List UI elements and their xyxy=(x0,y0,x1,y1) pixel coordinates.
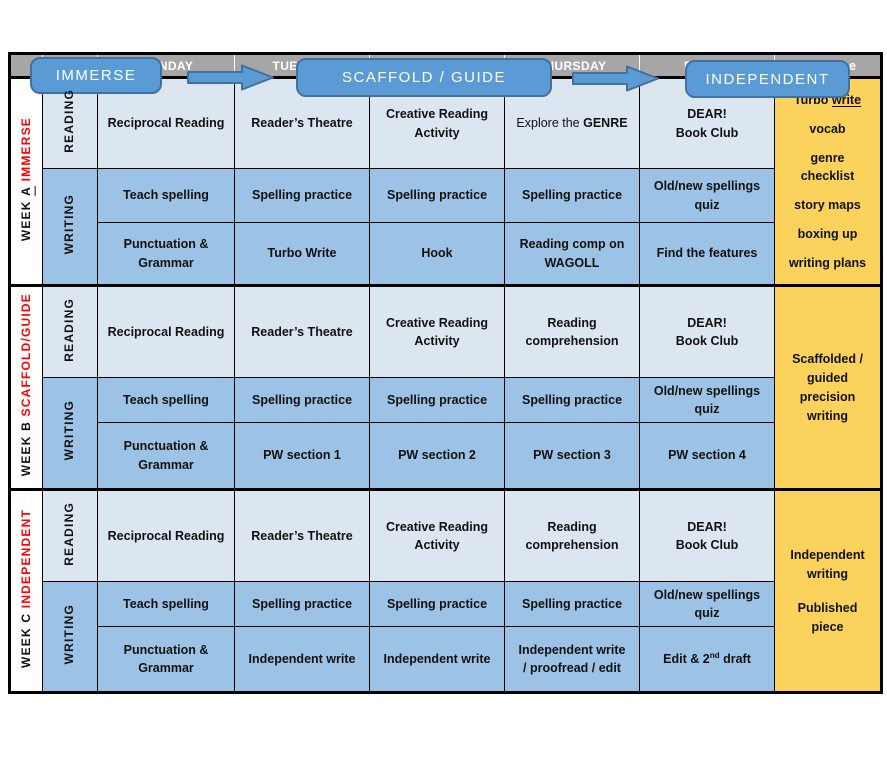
schedule-cell: Teach spelling xyxy=(97,167,235,224)
schedule-cell: Independent write xyxy=(234,626,370,694)
weekly-timetable: MONDAY TUESDAY WEDNESDAY THURSDAY FRIDAY… xyxy=(8,52,883,695)
flow-step-independent: INDEPENDENT xyxy=(685,60,850,98)
week-c-label: WEEK C INDEPENDENT xyxy=(9,489,43,694)
schedule-cell: Spelling practice xyxy=(234,377,370,424)
schedule-cell: Independent write xyxy=(369,626,505,694)
schedule-cell: DEAR!Book Club xyxy=(639,285,775,379)
schedule-cell: Turbo Write xyxy=(234,222,370,287)
schedule-cell: PW section 3 xyxy=(504,422,640,491)
right-arrow-icon xyxy=(572,65,659,92)
flow-step-scaffold-guide: SCAFFOLD / GUIDE xyxy=(296,58,552,97)
schedule-cell: Spelling practice xyxy=(369,167,505,224)
schedule-cell: Reciprocal Reading xyxy=(97,285,235,379)
schedule-cell: PW section 2 xyxy=(369,422,505,491)
schedule-cell: Spelling practice xyxy=(504,167,640,224)
schedule-cell: Spelling practice xyxy=(234,167,370,224)
schedule-cell: Spelling practice xyxy=(504,377,640,424)
schedule-cell: Spelling practice xyxy=(504,581,640,628)
schedule-cell: PW section 1 xyxy=(234,422,370,491)
schedule-cell: Reader’s Theatre xyxy=(234,285,370,379)
schedule-cell: Hook xyxy=(369,222,505,287)
schedule-cell: Spelling practice xyxy=(234,581,370,628)
schedule-cell: Reader’s Theatre xyxy=(234,489,370,583)
schedule-cell: DEAR!Book Club xyxy=(639,489,775,583)
reading-row-label: READING xyxy=(42,285,98,379)
flow-step-immerse: IMMERSE xyxy=(30,57,162,94)
schedule-cell: Teach spelling xyxy=(97,377,235,424)
schedule-cell: PW section 4 xyxy=(639,422,775,491)
writing-row-label: WRITING xyxy=(42,377,98,491)
process-flow: IMMERSE SCAFFOLD / GUIDE INDEPENDENT xyxy=(0,52,887,112)
writing-row-label: WRITING xyxy=(42,167,98,287)
schedule-cell: Teach spelling xyxy=(97,581,235,628)
schedule-cell: Edit & 2nd draft xyxy=(639,626,775,694)
schedule-cell: Independent write/ proofread / edit xyxy=(504,626,640,694)
schedule-cell: Punctuation &Grammar xyxy=(97,422,235,491)
schedule-cell: Punctuation &Grammar xyxy=(97,222,235,287)
week-b-label: WEEK B SCAFFOLD/GUIDE xyxy=(9,285,43,491)
week-a-section: WEEK A IMMERSE READING Reciprocal Readin… xyxy=(9,76,882,287)
schedule-cell: Reciprocal Reading xyxy=(97,489,235,583)
reading-row-label: READING xyxy=(42,489,98,583)
schedule-cell: Spelling practice xyxy=(369,581,505,628)
week-c-section: WEEK C INDEPENDENT READING Reciprocal Re… xyxy=(9,489,882,694)
right-arrow-icon xyxy=(187,64,274,91)
schedule-cell: Find the features xyxy=(639,222,775,287)
schedule-cell: Spelling practice xyxy=(369,377,505,424)
week-b-section: WEEK B SCAFFOLD/GUIDE READING Reciprocal… xyxy=(9,285,882,491)
writing-row-label: WRITING xyxy=(42,581,98,694)
page: IMMERSE SCAFFOLD / GUIDE INDEPENDENT MON… xyxy=(0,52,887,758)
schedule-cell: Punctuation &Grammar xyxy=(97,626,235,694)
